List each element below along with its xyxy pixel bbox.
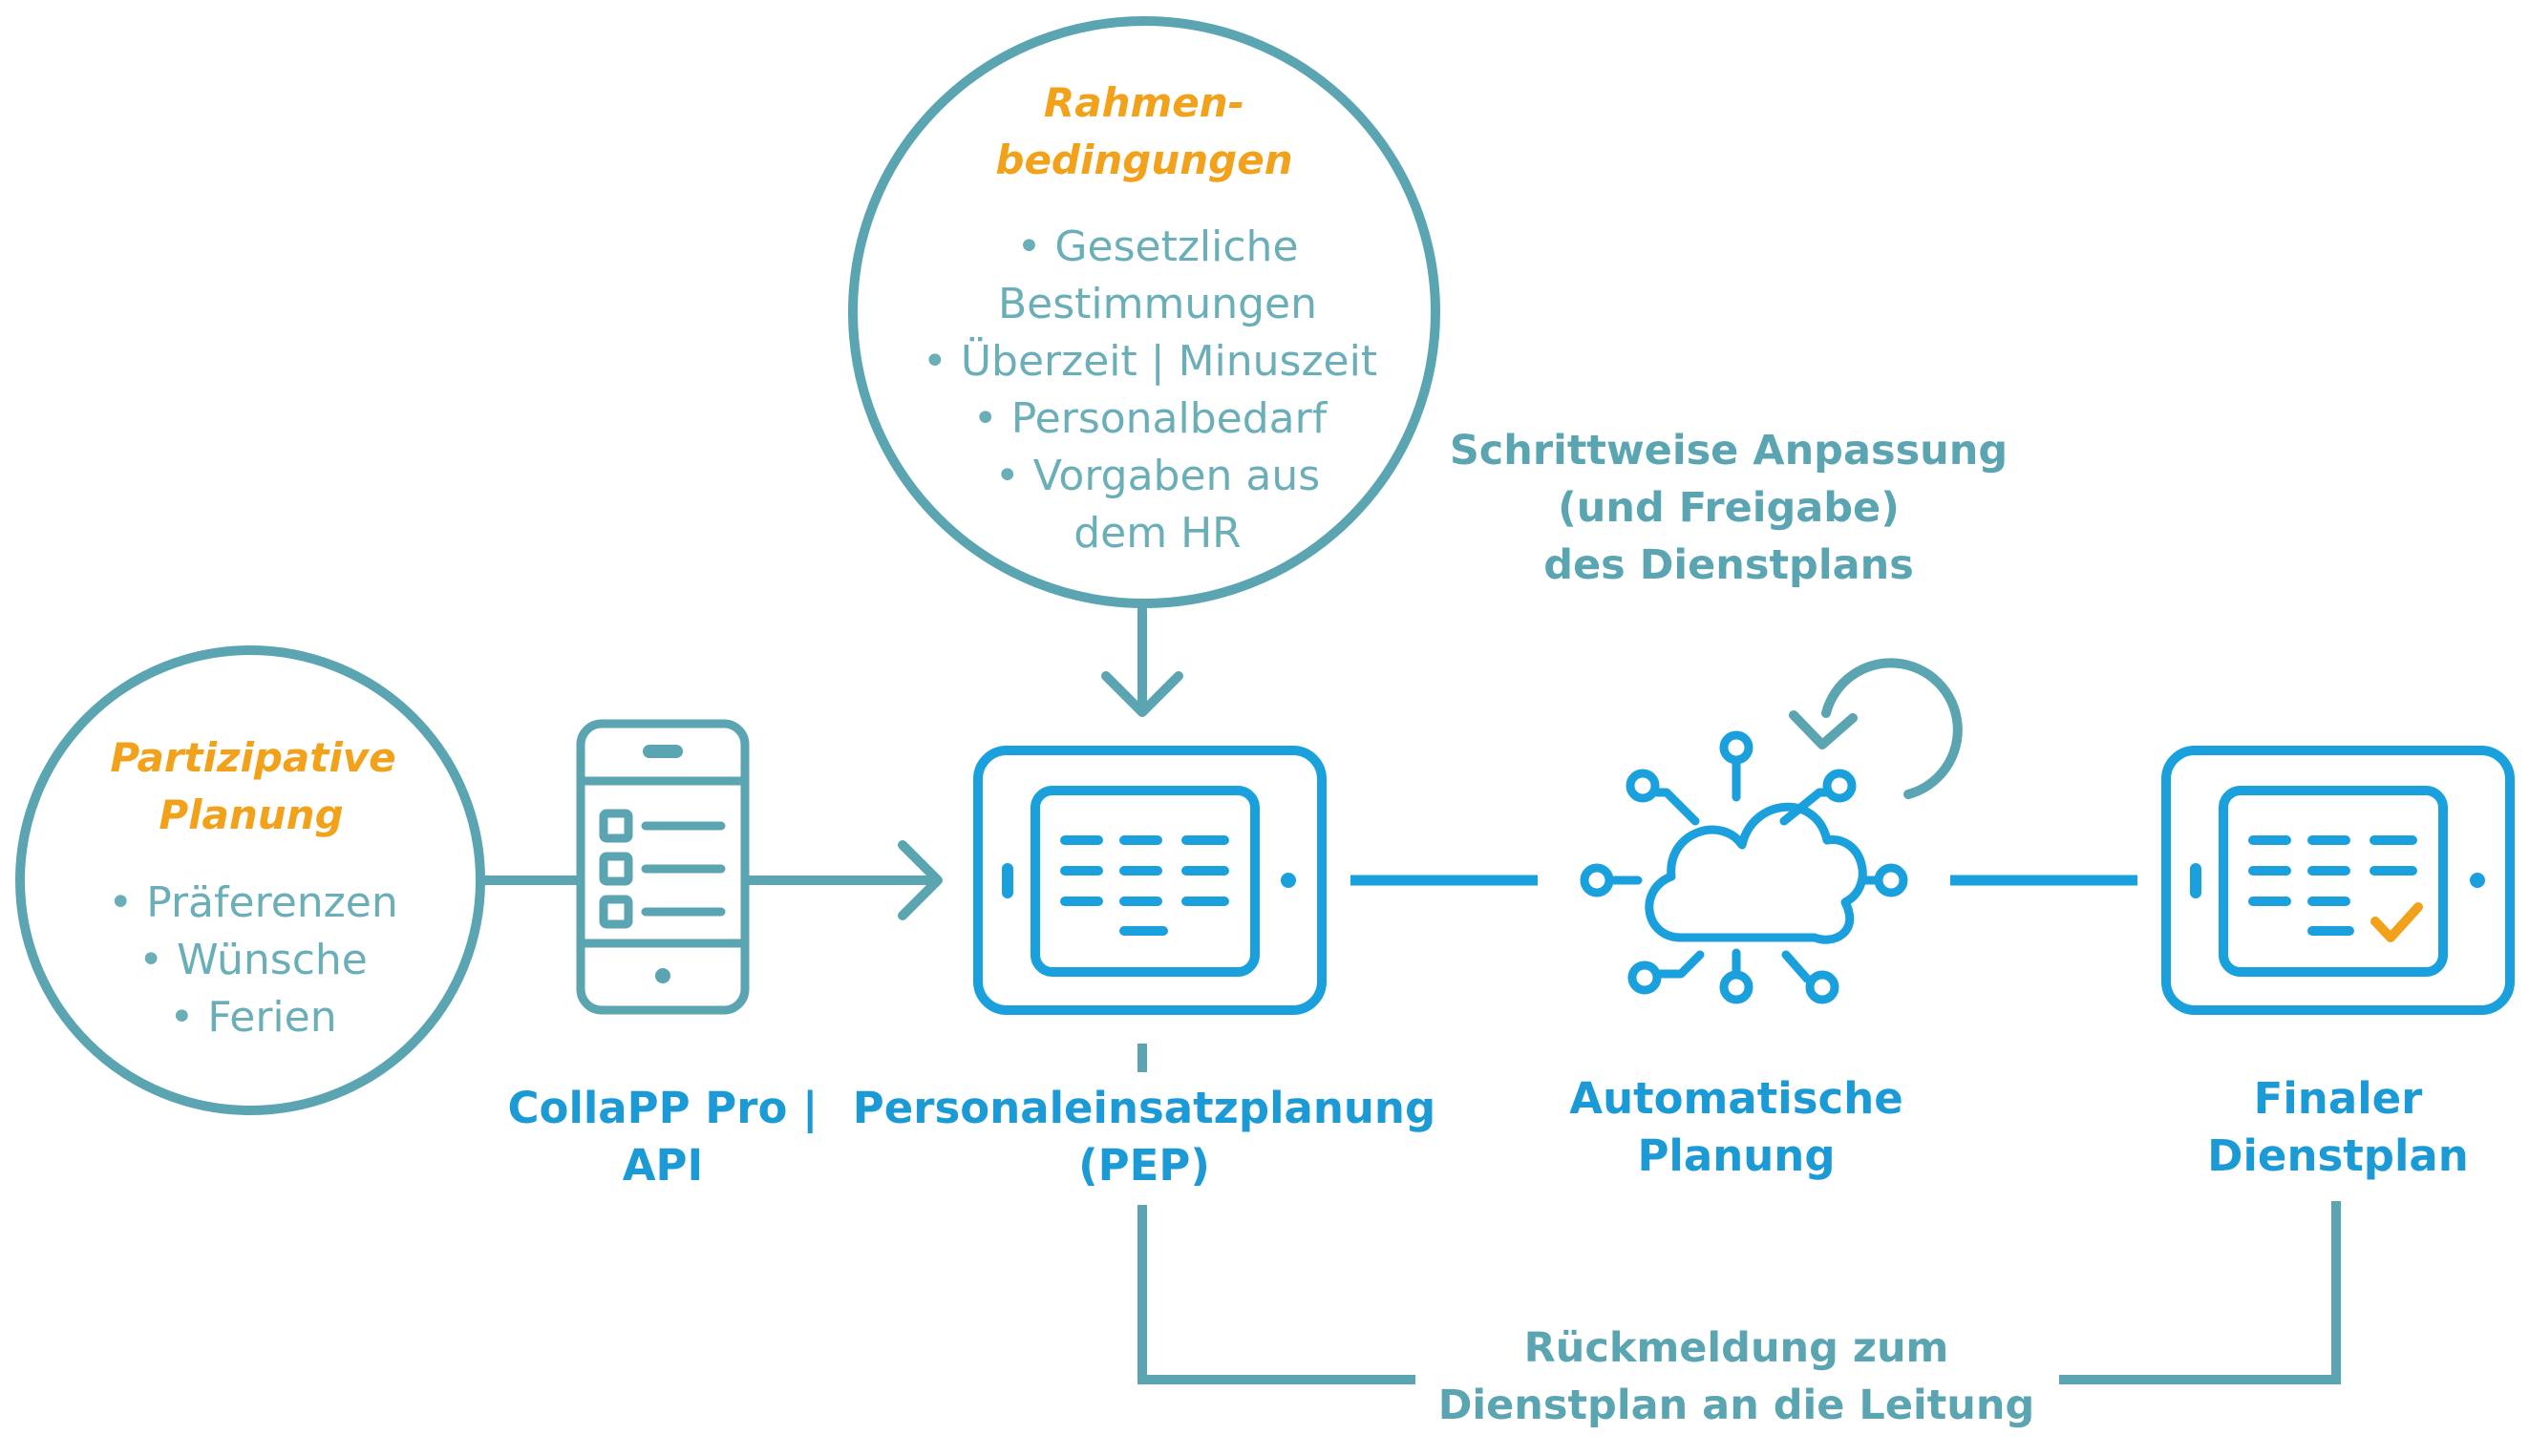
participative-planning-circle: Partizipative Planung • Präferenzen • Wü…	[15, 645, 485, 1115]
arrow-conditions-to-pep	[1101, 606, 1183, 717]
participative-title-1: Partizipative	[110, 734, 395, 781]
feedback-text-2: Dienstplan an die Leitung	[1438, 1382, 2035, 1429]
participative-item: • Ferien	[169, 993, 336, 1042]
adjustment-text-3: des Dienstplans	[1543, 541, 1914, 589]
conditions-line: • Vorgaben aus	[995, 452, 1320, 500]
pep-label-2: (PEP)	[1078, 1140, 1210, 1191]
participative-item: • Präferenzen	[108, 878, 397, 927]
conditions-line: • Gesetzliche	[1016, 222, 1298, 271]
collapp-label-2: API	[623, 1140, 704, 1191]
feedback-line-right	[2059, 1201, 2341, 1384]
participative-item: • Wünsche	[138, 936, 368, 984]
arrow-phone-to-pep	[749, 840, 943, 920]
conditions-line: • Personalbedarf	[973, 394, 1328, 443]
tablet-schedule-icon	[973, 746, 1327, 1015]
collapp-label-1: CollaPP Pro |	[508, 1083, 818, 1133]
adjustment-text-1: Schrittweise Anpassung	[1450, 427, 2008, 475]
feedback-line-left	[1137, 1205, 1415, 1384]
participative-title-2: Planung	[159, 791, 343, 838]
refresh-arrow-icon	[1789, 658, 1963, 799]
final-label-1: Finaler	[2254, 1073, 2424, 1124]
automatic-label-2: Planung	[1637, 1130, 1835, 1181]
conditions-line: dem HR	[1073, 509, 1242, 558]
automatic-label-1: Automatische	[1569, 1073, 1903, 1124]
conditions-line: Bestimmungen	[998, 280, 1317, 328]
pep-label-1: Personaleinsatzplanung	[853, 1083, 1435, 1133]
conditions-title-2: bedingungen	[995, 137, 1292, 183]
adjustment-text-2: (und Freigabe)	[1558, 484, 1900, 532]
conditions-title-1: Rahmen-	[1044, 79, 1244, 126]
tablet-check-icon	[2161, 746, 2515, 1015]
framework-conditions-circle: Rahmen- bedingungen • Gesetzliche Bestim…	[848, 16, 1440, 608]
conditions-line: • Überzeit | Minuszeit	[923, 336, 1377, 386]
smartphone-checklist-icon	[576, 719, 750, 1015]
cloud-network-icon	[1580, 730, 1908, 1004]
feedback-text-1: Rückmeldung zum	[1524, 1324, 1949, 1372]
final-label-2: Dienstplan	[2207, 1130, 2469, 1181]
